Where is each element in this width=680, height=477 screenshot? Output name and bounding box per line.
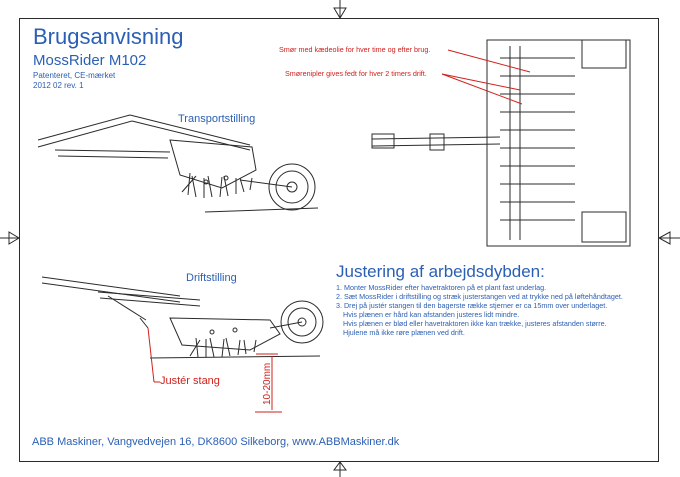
- operation-callouts: [147, 327, 282, 413]
- operation-label: Driftstilling: [186, 272, 237, 284]
- adjustment-line-3: 3. Drej på justér stangen til den bagers…: [336, 301, 608, 310]
- top-view-star-rows: [500, 57, 575, 221]
- adjustment-line-4: Hvis plænen er hård kan afstanden juster…: [343, 310, 520, 319]
- revision-note: 2012 02 rev. 1: [33, 81, 84, 90]
- operation-stars-row: [189, 337, 257, 358]
- adjustment-line-6: Hjulene må ikke røre plænen ved drift.: [343, 328, 465, 337]
- transport-label: Transportstilling: [178, 113, 256, 125]
- depth-label: 10-20mm: [262, 362, 273, 405]
- transport-wheel: [268, 163, 316, 211]
- adjustment-line-1: 1. Monter MossRider efter havetraktoren …: [336, 283, 547, 292]
- adjust-rod-label: Justér stang: [160, 375, 220, 387]
- drawing-frame: [19, 18, 659, 462]
- model-name: MossRider M102: [33, 52, 147, 69]
- page-title: Brugsanvisning: [33, 24, 184, 49]
- adjustment-line-5: Hvis plænen er blød eller havetraktoren …: [343, 319, 607, 328]
- adjustment-heading: Justering af arbejdsdybden:: [336, 262, 545, 281]
- operation-wheel: [280, 300, 324, 344]
- lubrication-note-2: Smørenipler gives fedt for hver 2 timers…: [285, 69, 427, 78]
- lubrication-note-1: Smør med kædeolie for hver time og efter…: [279, 45, 431, 54]
- patent-note: Patenteret, CE-mærket: [33, 71, 116, 80]
- operation-view-drawing: [41, 276, 324, 359]
- transport-view-drawing: [37, 114, 319, 213]
- footer-address: ABB Maskiner, Vangvedvejen 16, DK8600 Si…: [32, 436, 400, 448]
- top-view-frame: [486, 39, 631, 247]
- adjustment-line-2: 2. Sæt MossRider i driftstilling og stræ…: [336, 292, 623, 301]
- lubrication-leaders: [441, 49, 531, 105]
- top-view-drawing: [371, 39, 631, 247]
